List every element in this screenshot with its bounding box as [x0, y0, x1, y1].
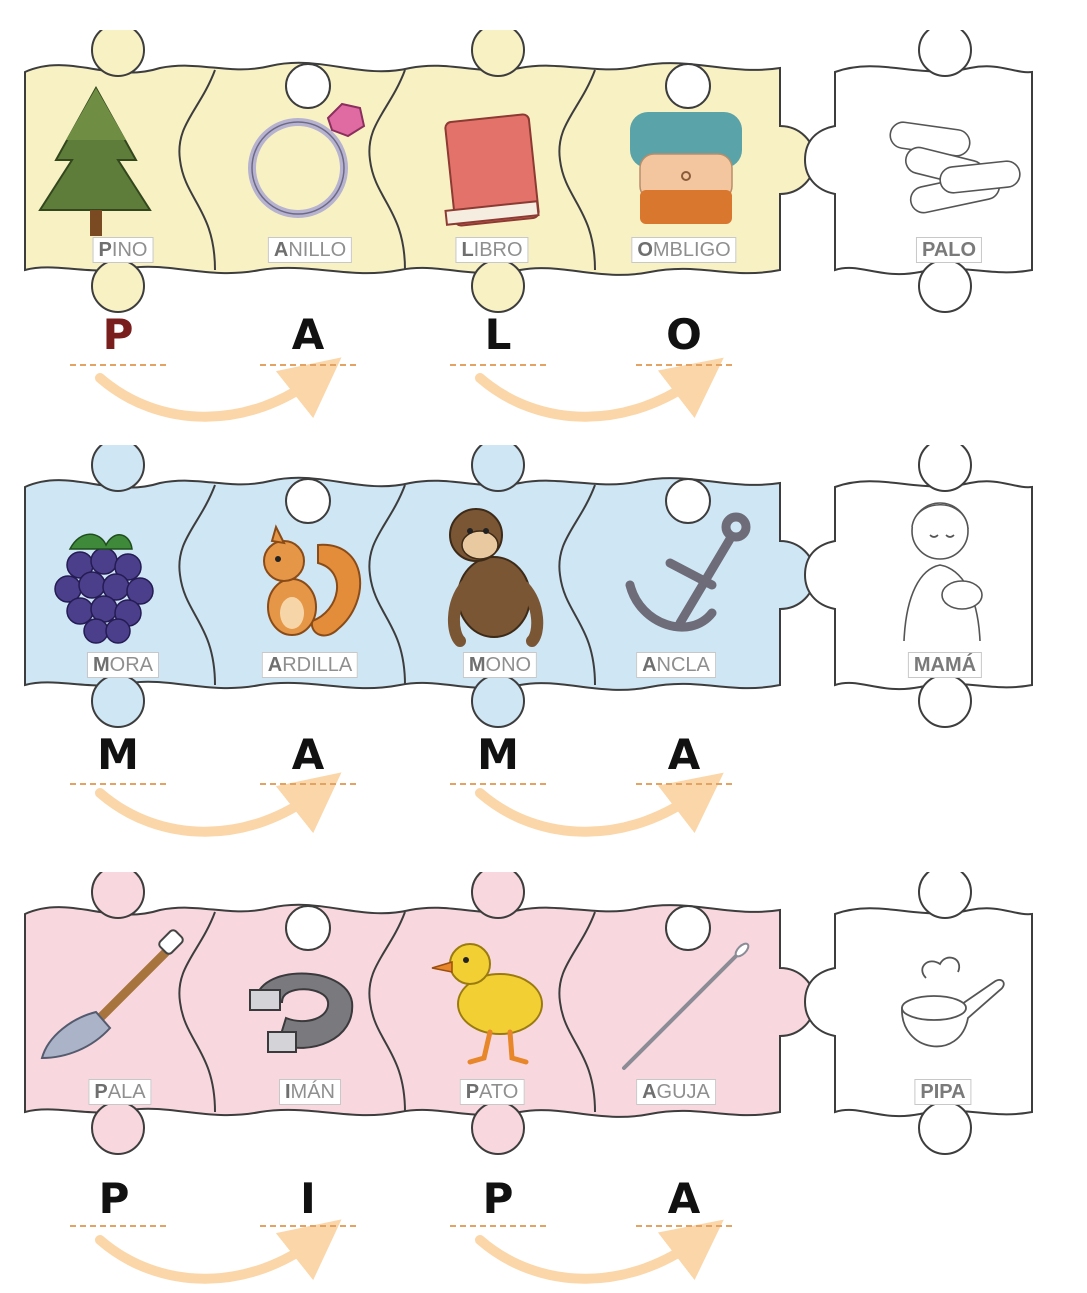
piece-label-4: ANCLA [636, 652, 716, 678]
magnet-icon [249, 972, 354, 1053]
puzzle-row-3: PALA IMÁN PATO AGUJA PIPA P I P A [0, 872, 1087, 1292]
target-word: MAMÁ [907, 652, 983, 678]
piece-label-4: AGUJA [636, 1079, 716, 1105]
answer-letter-2: A [291, 310, 325, 359]
answer-letter-4: A [667, 730, 701, 779]
piece-label-1: PALA [88, 1079, 152, 1105]
duck-icon [431, 943, 543, 1065]
answer-letter-3: P [482, 1174, 514, 1223]
answer-line-4 [636, 364, 732, 366]
answer-line-1 [70, 1225, 166, 1227]
needle-icon [622, 942, 750, 1070]
answer-letter-3: M [477, 730, 519, 779]
answer-line-2 [260, 783, 356, 785]
answer-line-2 [260, 364, 356, 366]
book-icon [444, 113, 540, 227]
puzzle-row-3-art [24, 872, 1033, 1284]
blackberry-icon [54, 533, 154, 644]
piece-label-1: MORA [86, 652, 160, 678]
answer-line-3 [450, 364, 546, 366]
piece-label-2: IMÁN [278, 1079, 342, 1105]
answer-letter-3: L [484, 310, 512, 359]
puzzle-row-1-art [24, 30, 1033, 422]
shovel-icon [40, 929, 184, 1060]
anchor-icon [625, 512, 751, 632]
logs-icon [889, 121, 1021, 214]
answer-line-3 [450, 1225, 546, 1227]
monkey-icon [447, 508, 544, 647]
answer-letter-4: A [667, 1174, 701, 1223]
target-word: PALO [915, 237, 983, 263]
ring-icon [248, 102, 366, 218]
piece-label-3: LIBRO [455, 237, 529, 263]
answer-letter-1: M [97, 730, 139, 779]
answer-line-4 [636, 783, 732, 785]
answer-line-1 [70, 364, 166, 366]
answer-line-4 [636, 1225, 732, 1227]
mother-and-baby-icon [903, 502, 983, 642]
piece-label-3: PATO [459, 1079, 525, 1105]
belly-button-icon [630, 112, 742, 224]
answer-letter-2: A [291, 730, 325, 779]
piece-label-2: ANILLO [267, 237, 353, 263]
squirrel-icon [263, 524, 362, 637]
answer-line-1 [70, 783, 166, 785]
answer-letter-1: P [102, 310, 134, 359]
answer-letter-1: P [98, 1174, 130, 1223]
piece-label-1: PINO [92, 237, 154, 263]
answer-line-3 [450, 783, 546, 785]
answer-letter-4: O [666, 310, 702, 359]
piece-label-2: ARDILLA [261, 652, 359, 678]
puzzle-row-2-art [24, 445, 1033, 837]
puzzle-row-1: PINO ANILLO LIBRO OMBLIGO PALO P A L O [0, 30, 1087, 450]
answer-line-2 [260, 1225, 356, 1227]
answer-letter-2: I [300, 1174, 316, 1223]
target-word: PIPA [914, 1079, 972, 1105]
smoking-pipe-icon [901, 956, 1005, 1048]
pine-tree-icon [38, 85, 152, 236]
puzzle-row-2: MORA ARDILLA MONO ANCLA MAMÁ M A M A [0, 445, 1087, 865]
piece-label-4: OMBLIGO [631, 237, 737, 263]
piece-label-3: MONO [462, 652, 538, 678]
